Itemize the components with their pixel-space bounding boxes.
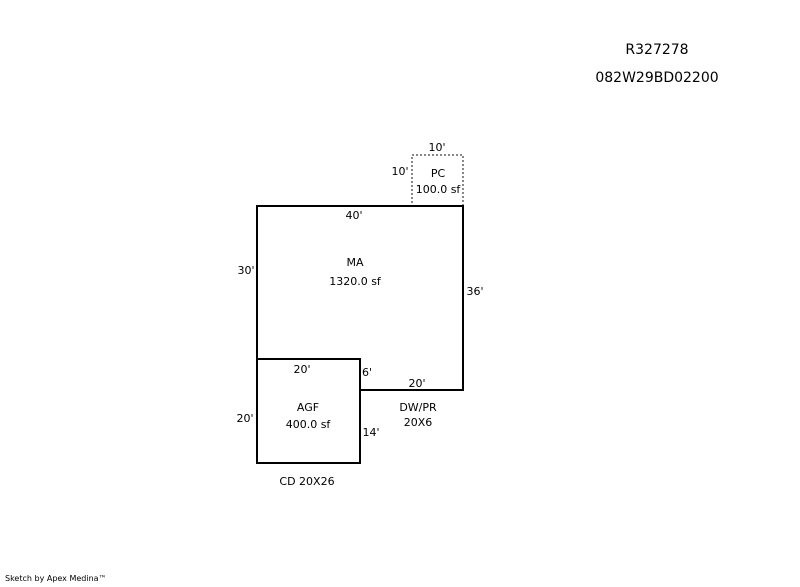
agf-outline xyxy=(256,358,361,464)
dwpr-label: DW/PR xyxy=(399,401,437,414)
footer-credit: Sketch by Apex Medina™ xyxy=(5,574,107,583)
agf-area: 400.0 sf xyxy=(285,418,331,431)
agf-top-dim: 20' xyxy=(293,363,311,376)
ma-step-dim: 6' xyxy=(361,366,373,379)
pc-left-dim: 10' xyxy=(391,165,409,178)
dwpr-size: 20X6 xyxy=(403,416,433,429)
map-tax-lot: 082W29BD02200 xyxy=(595,70,719,86)
pc-outline xyxy=(411,154,464,207)
ma-area: 1320.0 sf xyxy=(329,275,381,288)
agf-code: AGF xyxy=(296,401,320,414)
ma-left-dim: 30' xyxy=(237,264,255,277)
agf-right-dim: 14' xyxy=(362,426,380,439)
agf-left-dim: 20' xyxy=(236,412,254,425)
cd-label: CD 20X26 xyxy=(279,475,335,488)
ma-right-dim: 36' xyxy=(466,285,484,298)
pc-area: 100.0 sf xyxy=(415,183,461,196)
pc-code: PC xyxy=(430,167,446,180)
ma-top-dim: 40' xyxy=(345,209,363,222)
pc-top-dim: 10' xyxy=(428,141,446,154)
ma-bottom-dim: 20' xyxy=(408,377,426,390)
ma-code: MA xyxy=(346,256,364,269)
account-number: R327278 xyxy=(625,42,689,58)
